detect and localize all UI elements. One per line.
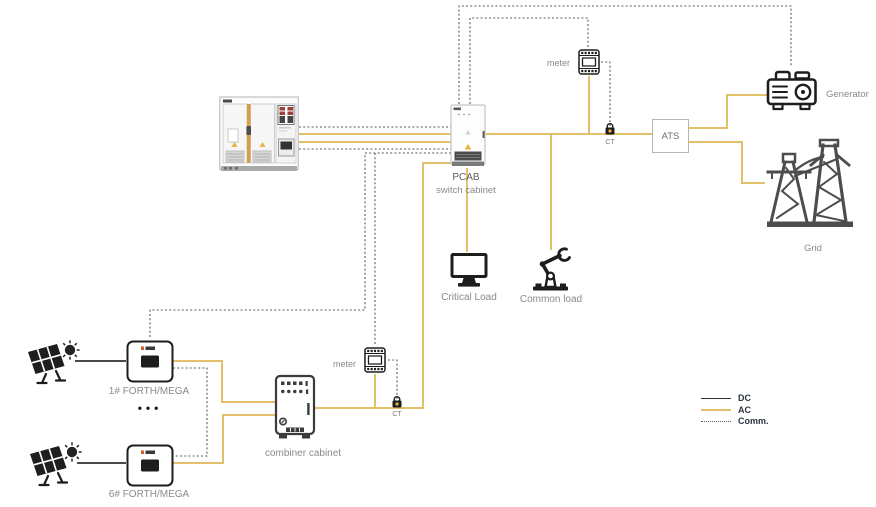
legend: DC AC Comm.	[701, 393, 769, 426]
grid-label: Grid	[804, 243, 822, 254]
legend-dc-label: DC	[738, 393, 751, 403]
critical-load-label: Critical Load	[441, 292, 497, 303]
pcab-label-line2: switch cabinet	[436, 184, 496, 196]
comm-pcab-to-generator	[458, 5, 792, 104]
inverter-6-label: 6# FORTH/MEGA	[108, 489, 190, 500]
legend-dc-line-swatch	[701, 397, 731, 399]
ct-bottom-label: CT	[392, 411, 402, 418]
ats-box: ATS	[652, 119, 689, 153]
ct-sensor-bottom-icon	[392, 396, 402, 408]
inverter-6-icon	[126, 444, 174, 492]
ac-combiner-to-pcab	[314, 162, 451, 409]
ac-ats-to-generator	[687, 94, 767, 129]
pcab-switch-cabinet-icon	[450, 104, 486, 173]
pcab-label: PCAB switch cabinet	[426, 172, 506, 196]
solar-panel-1-icon	[26, 339, 80, 390]
legend-row-dc: DC	[701, 393, 769, 403]
comm-pcab-to-meter-top	[469, 17, 589, 104]
comm-meter-top-to-ct-top	[601, 61, 611, 126]
meter-bottom-icon	[363, 346, 387, 379]
battery-storage-cabinet-icon	[219, 96, 299, 181]
ct-top-label: CT	[605, 139, 615, 146]
ac-lines	[173, 76, 767, 464]
legend-ac-label: AC	[738, 404, 751, 415]
inverter-1-label: 1# FORTH/MEGA	[108, 386, 190, 397]
legend-row-comm: Comm.	[701, 416, 769, 426]
ac-inverter1-to-combiner	[173, 360, 275, 403]
comm-lines	[149, 5, 792, 457]
generator-icon	[766, 66, 818, 119]
ats-label: ATS	[661, 130, 680, 142]
legend-row-ac: AC	[701, 404, 769, 415]
comm-inverter1-to-inverter6	[173, 367, 208, 457]
meter-top-label: meter	[546, 58, 570, 68]
common-load-label: Common load	[519, 294, 583, 305]
more-inverters-ellipsis: •••	[137, 401, 163, 415]
combiner-cabinet-icon	[274, 374, 316, 445]
legend-comm-label: Comm.	[738, 416, 769, 426]
legend-comm-line-swatch	[701, 420, 731, 422]
comm-meter-bottom-to-ct-bottom	[388, 359, 398, 399]
ac-ats-to-grid	[687, 141, 765, 184]
legend-ac-line-swatch	[701, 408, 731, 411]
common-load-robot-icon	[525, 246, 577, 298]
grid-towers-icon	[760, 138, 854, 237]
ac-inverter6-to-combiner	[173, 414, 275, 464]
meter-top-icon	[577, 48, 601, 81]
pcab-label-line1: PCAB	[452, 172, 480, 183]
critical-load-monitor-icon	[449, 252, 489, 294]
meter-bottom-label: meter	[332, 359, 356, 369]
combiner-label: combiner cabinet	[264, 448, 342, 459]
comm-pcab-to-inverter1	[149, 152, 451, 339]
inverter-1-icon	[126, 340, 174, 388]
solar-panel-2-icon	[28, 441, 82, 492]
generator-label: Generator	[826, 89, 869, 100]
dc-lines	[75, 360, 126, 464]
ct-sensor-top-icon	[605, 122, 615, 135]
